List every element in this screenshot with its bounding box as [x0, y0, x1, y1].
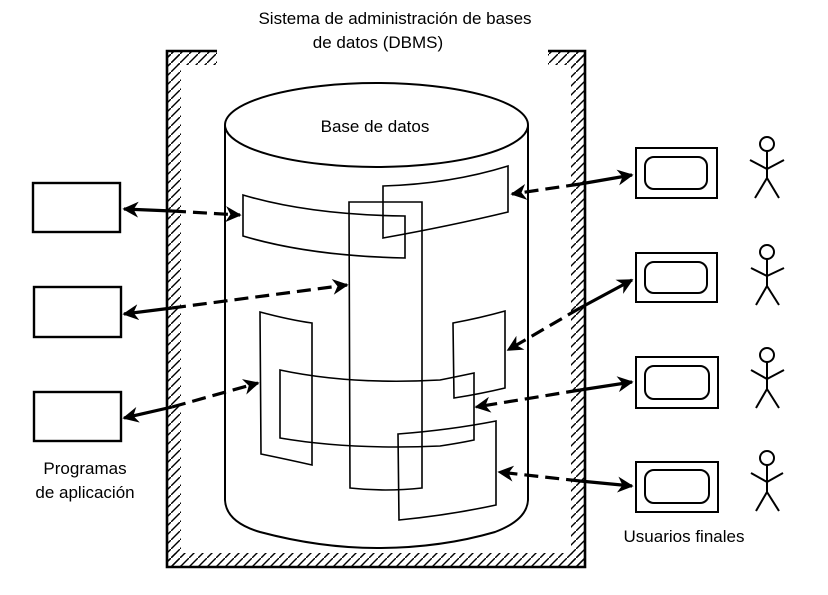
person-icon [750, 244, 785, 306]
terminal-2[interactable] [635, 252, 718, 303]
arrow-terminal-2-solid [579, 278, 634, 310]
terminals [635, 147, 719, 513]
arrow-program-1-solid [122, 201, 173, 218]
arrow-program-3-dashed [171, 379, 260, 409]
monitor-icon [635, 461, 719, 513]
program-box-3[interactable] [32, 390, 123, 443]
view-bottom-right [397, 420, 497, 521]
arrow-terminal-1-dashed [510, 182, 581, 200]
terminal-connections [474, 169, 634, 493]
terminal-1[interactable] [635, 147, 718, 199]
dbms-frame-right-cap-hatch [548, 51, 585, 65]
end-users: Usuarios finales [624, 136, 785, 546]
monitor-icon [635, 356, 719, 409]
view-top-right [382, 164, 509, 239]
view-top-left [242, 193, 406, 259]
programs-label-line2: de aplicación [35, 483, 134, 502]
arrow-terminal-4-dashed [497, 465, 581, 483]
monitor-screen [644, 156, 708, 190]
arrow-program-2-solid [122, 304, 173, 321]
arrow-program-1-dashed [171, 206, 242, 223]
monitor-screen [644, 365, 710, 400]
dbms-title-line1: Sistema de administración de bases [258, 9, 531, 28]
arrow-terminal-3-dashed [474, 388, 581, 413]
program-box-2[interactable] [32, 285, 123, 339]
program-box-1[interactable] [31, 181, 122, 234]
monitor-screen [644, 261, 708, 294]
person-icon [750, 347, 785, 409]
arrow-terminal-4-solid [579, 476, 634, 493]
cylinder-top [224, 82, 529, 168]
database-label: Base de datos [321, 117, 430, 136]
monitor-icon [635, 252, 718, 303]
program-connections [122, 201, 349, 423]
terminal-3[interactable] [635, 356, 719, 409]
person-icon [750, 450, 784, 512]
terminal-4[interactable] [635, 461, 719, 513]
dbms-frame-bottom-hatch [167, 553, 585, 567]
dbms-frame-left-cap-hatch [167, 51, 217, 65]
monitor-icon [635, 147, 718, 199]
application-programs: Programas de aplicación [31, 181, 135, 502]
arrow-terminal-3-solid [579, 376, 634, 393]
data-views [242, 164, 509, 521]
view-left-tall [259, 310, 313, 467]
arrow-program-2-dashed [171, 278, 349, 310]
monitor-screen [644, 469, 710, 504]
arrow-terminal-1-solid [579, 169, 634, 186]
dbms-title-line2: de datos (DBMS) [313, 33, 443, 52]
cylinder-body [224, 125, 529, 550]
arrow-program-3-solid [122, 405, 173, 423]
view-center-column [348, 201, 423, 491]
arrow-terminal-2-dashed [506, 306, 581, 352]
view-middle-band [279, 369, 475, 448]
users-label: Usuarios finales [624, 527, 745, 546]
person-icon [749, 136, 785, 199]
dbms-frame-outline [165, 49, 587, 569]
database-cylinder: Base de datos [224, 82, 529, 550]
programs-label-line1: Programas [43, 459, 126, 478]
view-right-small [452, 309, 506, 399]
